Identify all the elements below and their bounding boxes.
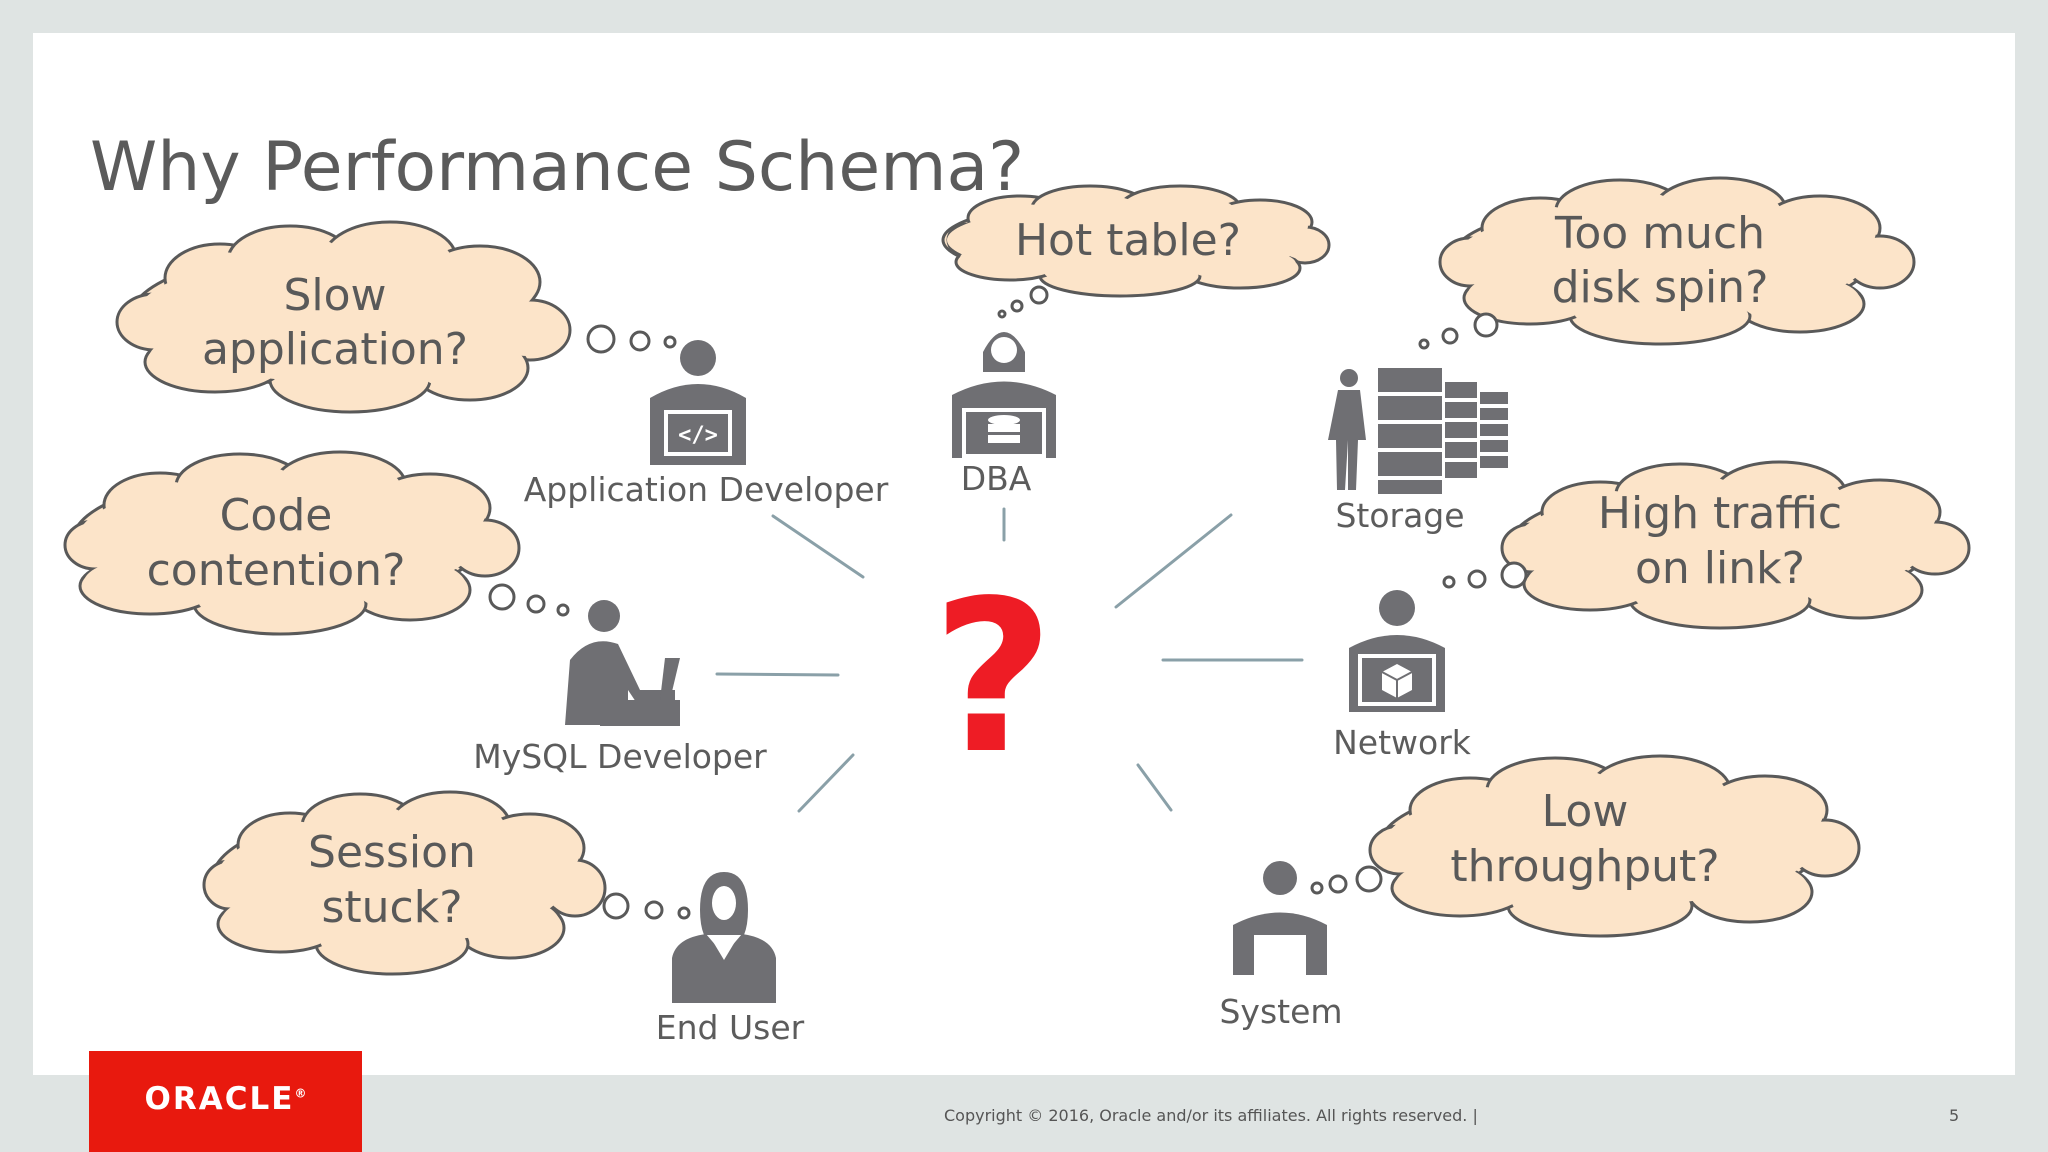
thought-dot <box>1418 338 1430 350</box>
thought-dot <box>602 892 630 920</box>
network-icon <box>1349 590 1445 712</box>
thought-dot <box>526 594 546 614</box>
spoke-end-user <box>797 753 855 813</box>
bubble-hot-table: Hot table? <box>941 184 1331 319</box>
label-mysql-developer: MySQL Developer <box>473 737 767 776</box>
spoke-mysql-dev <box>715 672 840 677</box>
thought-dot <box>663 335 677 349</box>
bubble-slow-application: Slow application? <box>115 220 677 414</box>
label-end-user: End User <box>656 1008 805 1047</box>
bubble-line-1: Hot table? <box>1015 215 1241 266</box>
spoke-system <box>1136 763 1173 812</box>
bubble-line-2: application? <box>202 324 468 375</box>
thought-dot <box>1500 561 1528 589</box>
thought-dot <box>997 309 1007 319</box>
bubble-line-1: Slow <box>283 270 386 321</box>
thought-dot <box>1328 874 1348 894</box>
center-question-mark: ? <box>932 555 1054 800</box>
dba-icon <box>952 332 1056 458</box>
code-glyph: </> <box>678 423 718 448</box>
thought-dot <box>629 330 651 352</box>
spoke-app-dev <box>771 514 865 579</box>
bubble-line-2: contention? <box>147 545 406 596</box>
bubble-line-1: Code <box>220 490 333 541</box>
label-system: System <box>1219 992 1342 1031</box>
thought-dot <box>1310 881 1324 895</box>
slide-title: Why Performance Schema? <box>90 128 1025 207</box>
oracle-logo-word: ORACLE <box>144 1081 295 1117</box>
thought-dot <box>677 906 691 920</box>
oracle-logo-text: ORACLE® <box>89 1081 362 1117</box>
bubble-line-1: High traffic <box>1598 488 1842 539</box>
bubble-line-1: Session <box>308 827 476 878</box>
label-dba: DBA <box>961 459 1032 498</box>
thought-dot <box>1467 569 1487 589</box>
bubble-disk-spin: Too much disk spin? <box>1418 176 1916 350</box>
label-app-developer: Application Developer <box>524 470 889 509</box>
thought-dot <box>556 603 570 617</box>
end-user-icon <box>672 872 776 1003</box>
bubble-session-stuck: Session stuck? <box>202 790 691 976</box>
thought-dot <box>1010 299 1024 313</box>
bubble-line-1: Too much <box>1554 208 1765 259</box>
thought-dot <box>1473 312 1499 338</box>
label-storage: Storage <box>1335 496 1464 535</box>
thought-dot <box>488 583 516 611</box>
bubble-low-throughput: Low throughput? <box>1310 754 1861 938</box>
oracle-logo-mark: ® <box>294 1086 307 1101</box>
thought-dot <box>1441 327 1459 345</box>
spoke-storage <box>1114 513 1233 609</box>
spokes <box>715 507 1304 813</box>
copyright-notice: Copyright © 2016, Oracle and/or its affi… <box>944 1106 1478 1125</box>
system-icon <box>1233 861 1327 975</box>
bubble-high-traffic: High traffic on link? <box>1442 460 1971 630</box>
thought-dot <box>586 324 616 354</box>
thought-dot <box>644 900 664 920</box>
bubble-line-2: disk spin? <box>1552 262 1769 313</box>
page-number: 5 <box>1949 1106 1960 1125</box>
mysql-developer-icon <box>565 600 680 726</box>
storage-icon <box>1328 368 1508 494</box>
bubble-line-1: Low <box>1542 786 1629 837</box>
label-network: Network <box>1333 723 1472 762</box>
bubble-line-2: throughput? <box>1450 841 1719 892</box>
thought-dot <box>1355 865 1383 893</box>
bubble-line-2: on link? <box>1635 543 1805 594</box>
thought-dot <box>1029 285 1049 305</box>
oracle-logo: ORACLE® <box>89 1051 362 1152</box>
bubble-line-2: stuck? <box>321 882 462 933</box>
bubble-code-contention: Code contention? <box>63 450 570 636</box>
app-developer-icon: </> <box>650 340 746 465</box>
thought-dot <box>1442 575 1456 589</box>
